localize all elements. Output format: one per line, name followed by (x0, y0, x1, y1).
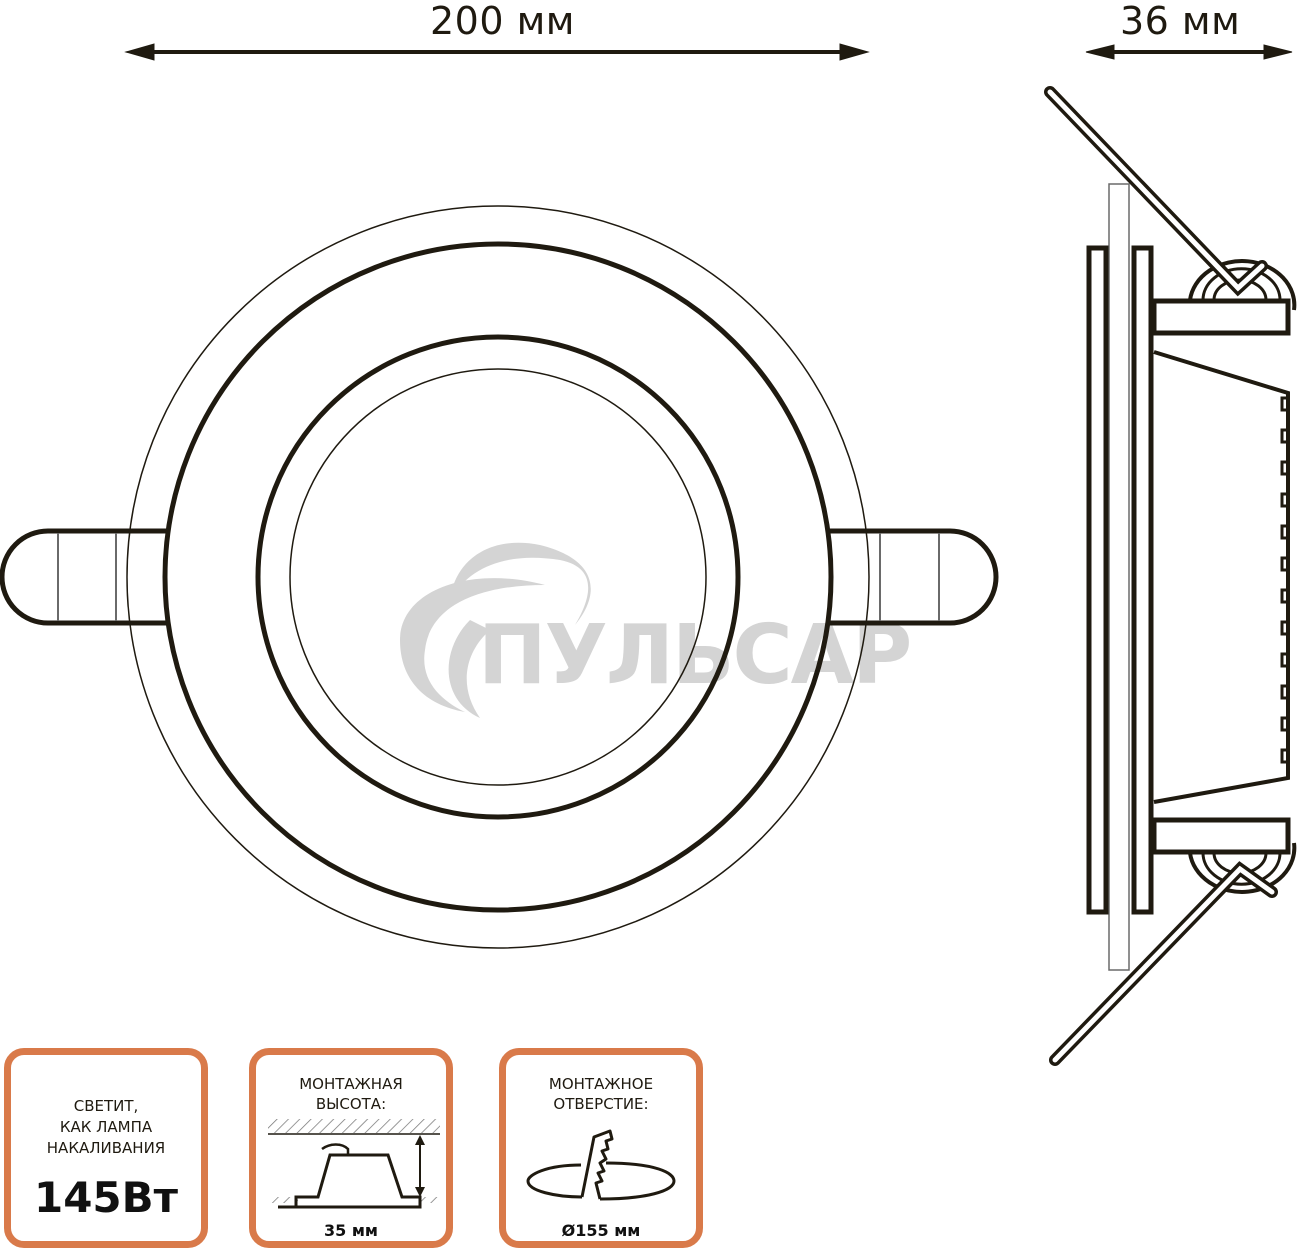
badge-line: ВЫСОТА: (315, 1095, 387, 1113)
lamp-equivalent-value: 145Вт (33, 1173, 179, 1222)
right-mounting-tab (830, 528, 999, 626)
bezel-circle (162, 241, 834, 913)
badge-line: ОТВЕРСТИЕ: (553, 1095, 649, 1113)
cutout-hole-icon (526, 1129, 676, 1201)
width-dimension-label: 200 мм (430, 0, 575, 43)
width-dimension-arrow (124, 43, 870, 61)
badge-line: СВЕТИТ, (73, 1097, 139, 1115)
brand-logo-swoosh-icon (400, 542, 591, 718)
left-mounting-tab (0, 528, 166, 626)
badge-line: МОНТАЖНАЯ (299, 1075, 403, 1093)
cutout-hole-badge: МОНТАЖНОЕ ОТВЕРСТИЕ: Ø155 мм (499, 1048, 703, 1248)
front-view (126, 205, 870, 949)
cutout-hole-value: Ø155 мм (561, 1221, 641, 1240)
lamp-equivalent-badge: СВЕТИТ, КАК ЛАМПА НАКАЛИВАНИЯ 145Вт (4, 1048, 208, 1248)
badge-line: КАК ЛАМПА (59, 1118, 153, 1136)
depth-dimension-arrow (1085, 44, 1293, 60)
diffuser-circle (289, 368, 707, 786)
outer-rim-circle (126, 205, 870, 949)
mounting-height-icon (268, 1119, 440, 1209)
badge-line: МОНТАЖНОЕ (548, 1075, 654, 1093)
mounting-height-badge: МОНТАЖНАЯ ВЫСОТА: 35 мм (249, 1048, 453, 1248)
badge-line: НАКАЛИВАНИЯ (46, 1139, 166, 1157)
mounting-height-value: 35 мм (324, 1221, 378, 1240)
side-view (1044, 86, 1297, 1066)
depth-dimension-label: 36 мм (1120, 0, 1241, 43)
inner-bezel-circle (255, 334, 741, 820)
